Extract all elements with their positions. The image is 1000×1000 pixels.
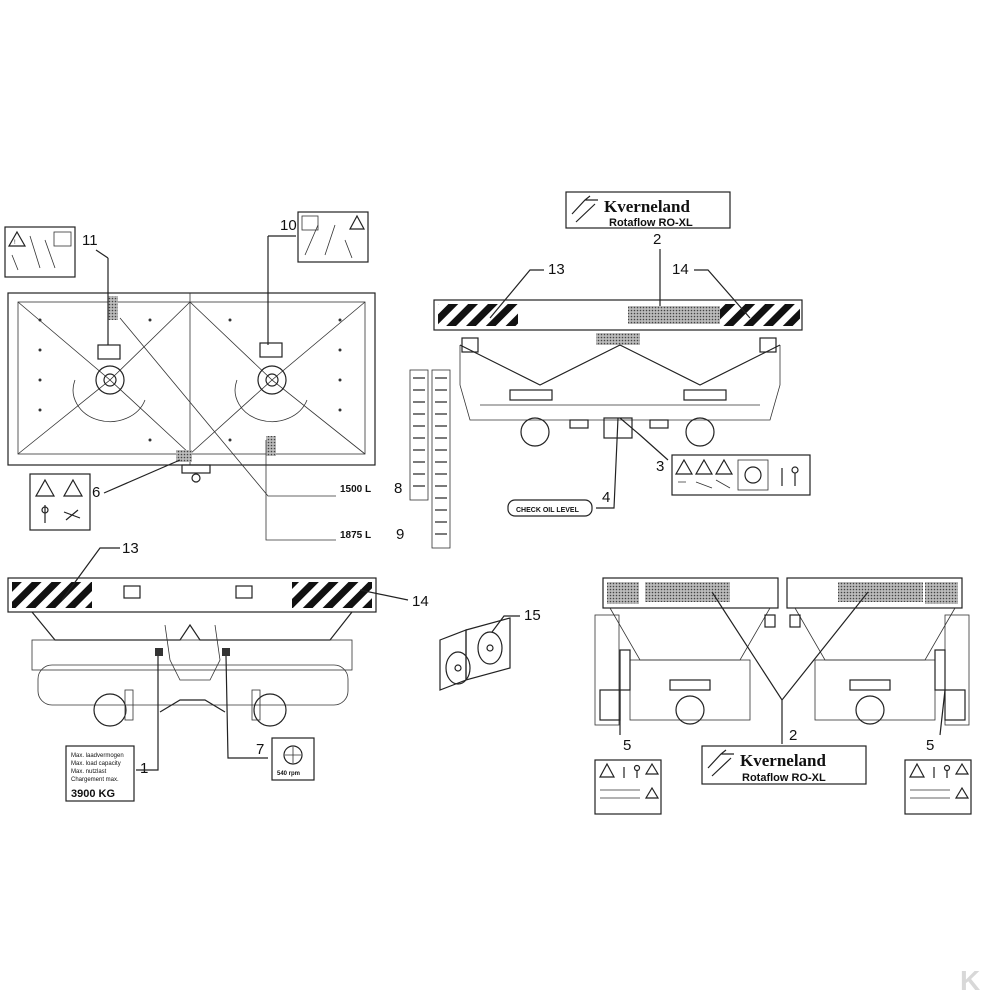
scale-marks-1500	[413, 377, 425, 487]
decal-6	[29, 473, 91, 531]
spreader-side-view-left	[594, 577, 779, 726]
callout-4: 4	[602, 489, 610, 506]
callout-10: 10	[280, 217, 297, 234]
capacity-decals	[409, 369, 451, 549]
label-1875: 1875 L	[340, 530, 371, 541]
decal-7: 540 rpm	[271, 737, 315, 781]
spreader-side-view-right	[786, 577, 970, 726]
callout-9: 9	[396, 526, 404, 543]
brand-model-bottom: Rotaflow RO-XL	[742, 772, 826, 784]
spreader-rear-view	[433, 299, 803, 447]
hopper-top-view	[7, 292, 376, 483]
decal-5-right	[904, 759, 972, 815]
callout-8: 8	[394, 480, 402, 497]
rpm-label: 540 rpm	[277, 771, 300, 777]
reflector-13	[438, 304, 518, 326]
decal-marker	[266, 436, 276, 456]
reflector-14-left	[292, 582, 372, 608]
cd-manual-15	[439, 617, 511, 691]
brand-decal-bottom: Kverneland Rotaflow RO-XL	[701, 745, 867, 785]
callout-14-top: 14	[672, 261, 689, 278]
load-line-2: Max. load capacity	[71, 761, 121, 767]
brand-name-bottom: Kverneland	[740, 751, 826, 770]
decal-11: !	[4, 226, 76, 278]
label-1500: 1500 L	[340, 484, 371, 495]
max-load-value: 3900 KG	[71, 788, 115, 800]
reflector-14	[720, 304, 800, 326]
callout-2-bottom: 2	[789, 727, 797, 744]
callout-5-right: 5	[926, 737, 934, 754]
check-oil-label: CHECK OIL LEVEL	[516, 507, 580, 514]
callout-3: 3	[656, 458, 664, 475]
decal-1: Max. laadvermogen Max. load capacity Max…	[65, 745, 135, 802]
callout-5-left: 5	[623, 737, 631, 754]
brand-decal-top: Kverneland Rotaflow RO-XL	[565, 191, 731, 229]
callout-1: 1	[140, 760, 148, 777]
load-line-1: Max. laadvermogen	[71, 753, 124, 759]
watermark-logo: K	[960, 965, 980, 996]
brand-decal-marker	[628, 306, 720, 324]
svg-text:!: !	[14, 240, 16, 246]
reflector-13-left	[12, 582, 92, 608]
spreader-front-view	[7, 577, 377, 727]
scale-marks-1875	[435, 377, 447, 535]
decal-3	[671, 454, 811, 496]
brand-model: Rotaflow RO-XL	[609, 217, 693, 229]
decal-marker	[176, 450, 192, 462]
callout-11: 11	[82, 232, 98, 249]
callout-7: 7	[256, 741, 264, 758]
callout-15: 15	[524, 607, 541, 624]
decal-5-left	[594, 759, 662, 815]
callout-6: 6	[92, 484, 100, 501]
decal-4: CHECK OIL LEVEL	[507, 499, 593, 517]
callout-13-left: 13	[122, 540, 139, 557]
callout-2-top: 2	[653, 231, 661, 248]
load-line-4: Chargement max.	[71, 777, 119, 783]
load-line-3: Max. nutzlast	[71, 769, 107, 775]
decal-marker	[108, 296, 118, 320]
callout-13-top: 13	[548, 261, 565, 278]
decal-10	[297, 211, 369, 263]
brand-name: Kverneland	[604, 197, 690, 216]
callout-14-left: 14	[412, 593, 429, 610]
